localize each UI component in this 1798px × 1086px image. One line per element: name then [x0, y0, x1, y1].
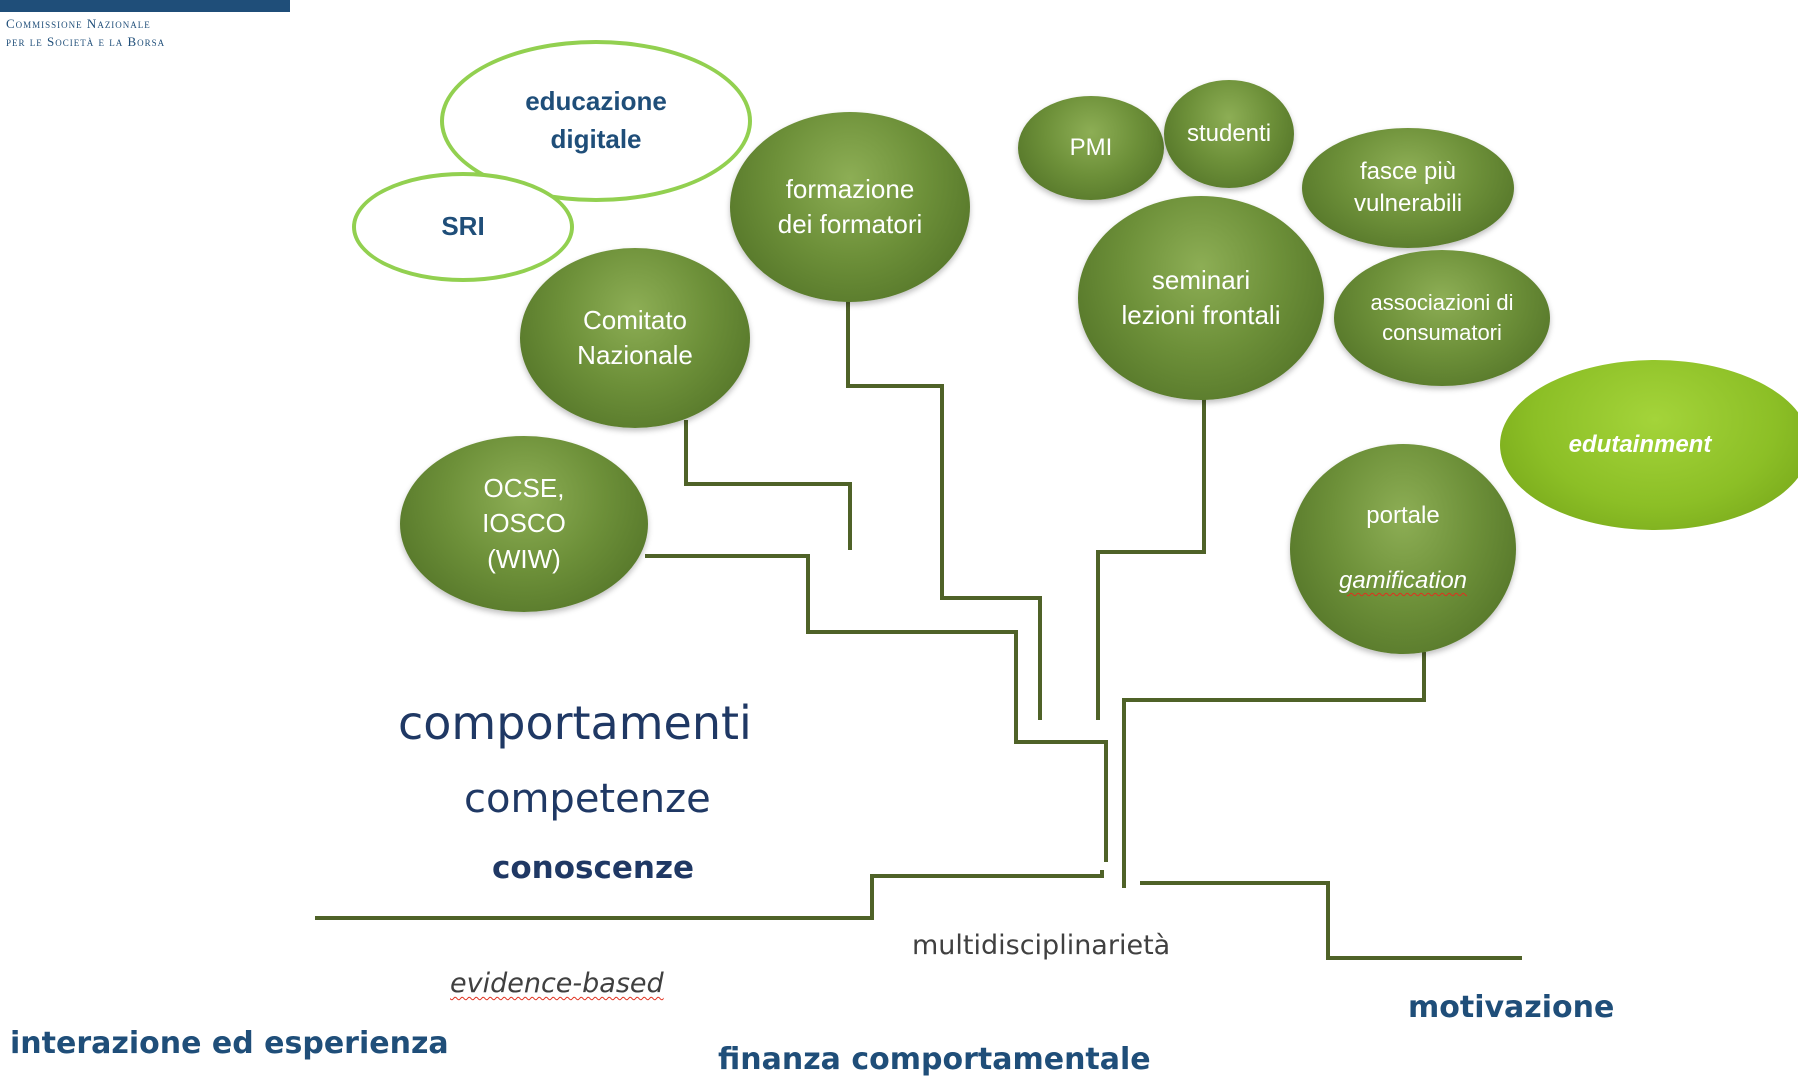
label-multidisciplinarieta: multidisciplinarietà: [912, 930, 1171, 961]
bubble-ocse-iosco: OCSE, IOSCO (WIW): [400, 436, 648, 612]
seminari-connector: [1096, 396, 1206, 720]
right-base-line: [1140, 881, 1522, 960]
consob-logo: Commissione Nazionale per le Società e l…: [0, 0, 300, 58]
base-line: [315, 870, 1104, 920]
bubble-formazione-dei-formatori: formazione dei formatori: [730, 112, 970, 302]
label-comportamenti: comportamenti: [398, 696, 752, 750]
bubble-fasce-piu-vulnerabili: fasce più vulnerabili: [1302, 128, 1514, 248]
bubble-sri: SRI: [352, 172, 574, 282]
label-evidence-based: evidence-based: [450, 968, 664, 999]
logo-line-1: Commissione Nazionale: [6, 16, 151, 31]
label-finanza-comportamentale: finanza comportamentale: [718, 1042, 1151, 1077]
logo-line-2: per le Società e la Borsa: [6, 34, 166, 49]
bubble-comitato-nazionale: Comitato Nazionale: [520, 248, 750, 428]
formazione-connector: [846, 288, 1042, 720]
bubble-studenti: studenti: [1164, 80, 1294, 188]
bubble-edutainment: edutainment: [1500, 360, 1798, 530]
ocse-connector: [645, 554, 1108, 862]
logo-bar: [0, 0, 290, 12]
bubble-pmi: PMI: [1018, 96, 1164, 200]
bubble-seminari-lezioni-frontali: seminari lezioni frontali: [1078, 196, 1324, 400]
gamification-label: gamification: [1338, 567, 1468, 595]
bubble-educazione-digitale: educazione digitale: [440, 40, 752, 202]
comitato-connector: [684, 420, 852, 550]
portale-text: portale gamification: [1339, 468, 1467, 630]
label-conoscenze: conoscenze: [492, 850, 695, 886]
portale-label: portale: [1366, 502, 1440, 530]
label-motivazione: motivazione: [1408, 990, 1615, 1025]
label-interazione-ed-esperienza: interazione ed esperienza: [10, 1026, 449, 1061]
portale-connector: [1122, 652, 1426, 888]
label-competenze: competenze: [464, 776, 711, 822]
bubble-portale-gamification: portale gamification: [1290, 444, 1516, 654]
bubble-associazioni-di-consumatori: associazioni di consumatori: [1334, 250, 1550, 386]
